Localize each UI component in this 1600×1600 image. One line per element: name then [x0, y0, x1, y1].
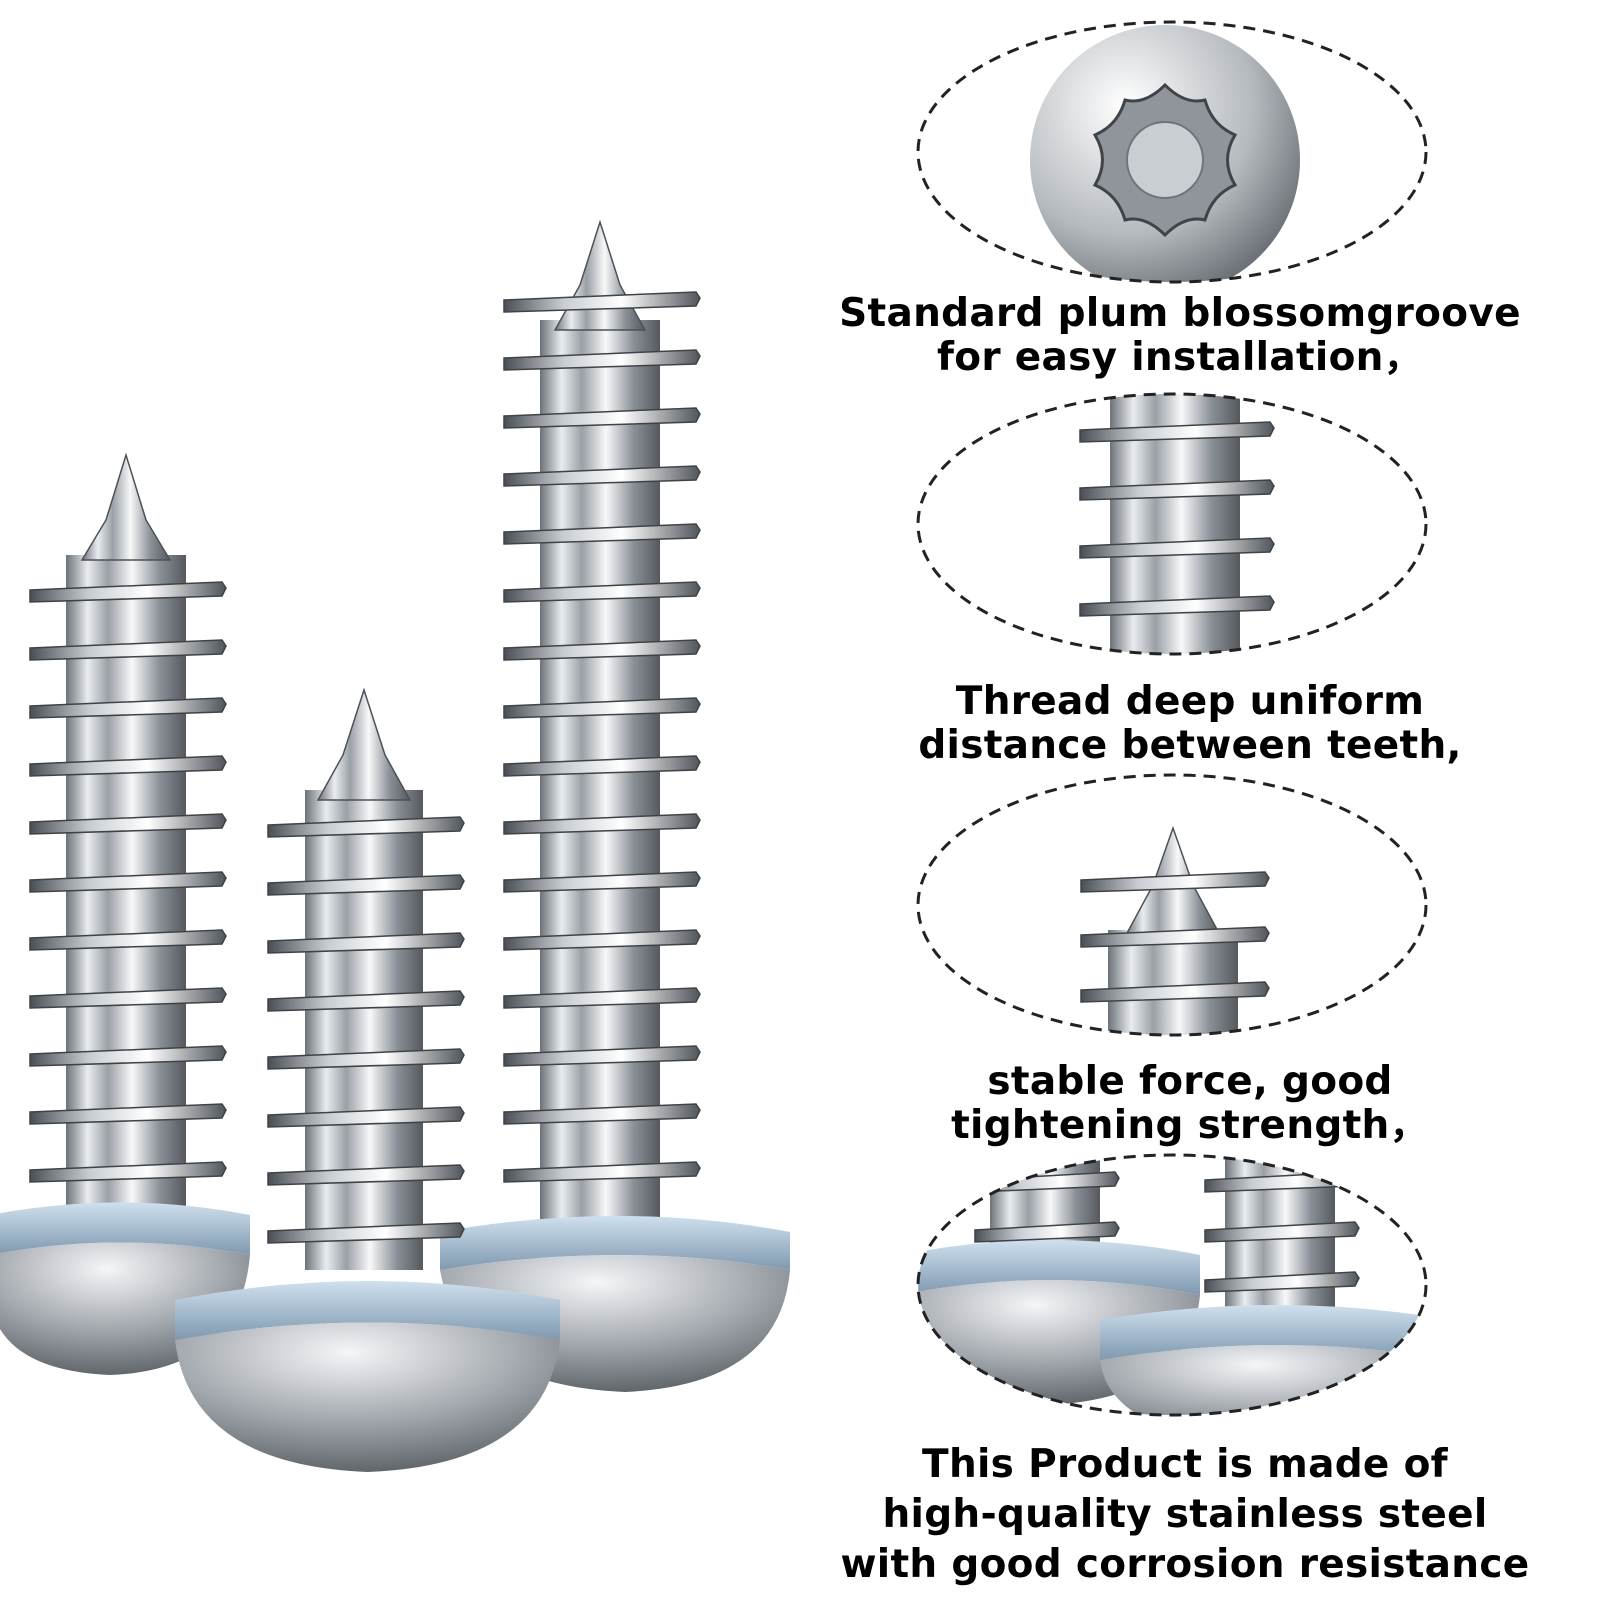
thread-ring: [503, 929, 701, 951]
thread-ring: [267, 1048, 465, 1070]
thread-ring: [267, 816, 465, 838]
thread-ring: [267, 1164, 465, 1186]
thread-ring: [503, 465, 701, 487]
thread-ring: [503, 755, 701, 777]
thread-ring: [1079, 595, 1275, 617]
callout-tip: [916, 773, 1428, 1037]
thread-ring: [503, 523, 701, 545]
thread-ring: [503, 871, 701, 893]
thread-ring: [29, 1103, 227, 1125]
thread-ring: [503, 697, 701, 719]
callout-caption-groove: Standard plum blossomgroove for easy ins…: [830, 292, 1530, 380]
thread-ring: [1079, 421, 1275, 443]
thread-ring: [1080, 871, 1270, 893]
callout-torx-head: [916, 20, 1428, 284]
thread-ring: [1080, 926, 1270, 948]
thread-ring: [503, 1161, 701, 1183]
thread-ring: [267, 874, 465, 896]
thread-ring: [29, 813, 227, 835]
thread-ring: [503, 639, 701, 661]
thread-ring: [29, 755, 227, 777]
thread-ring: [29, 639, 227, 661]
callout-thread: [916, 392, 1428, 656]
caption-line: stable force, good: [987, 1059, 1393, 1104]
caption-line: Standard plum blossomgroove: [839, 291, 1521, 336]
thread-ring: [29, 581, 227, 603]
thread-ring: [29, 871, 227, 893]
callout-caption-material: This Product is made of high-quality sta…: [830, 1440, 1540, 1590]
thread-ring: [503, 1045, 701, 1067]
thread-ring: [1080, 981, 1270, 1003]
thread-ring: [503, 813, 701, 835]
thread-icon: [1079, 394, 1275, 654]
thread-ring: [267, 1106, 465, 1128]
screw-tip-icon: [1080, 825, 1270, 1035]
thread-ring: [503, 987, 701, 1009]
caption-line: tightening strength，: [951, 1103, 1429, 1148]
callout-material: [916, 1153, 1428, 1417]
thread-ring: [503, 349, 701, 371]
thread-ring: [503, 1103, 701, 1125]
screw-heads-icon: [918, 1155, 1426, 1415]
thread-ring: [1204, 1271, 1360, 1293]
thread-ring: [267, 990, 465, 1012]
screw-right: [440, 219, 790, 1392]
thread-ring: [267, 1222, 465, 1244]
thread-ring: [503, 291, 701, 313]
thread-ring: [974, 1221, 1120, 1243]
caption-line: This Product is made of: [922, 1442, 1448, 1487]
thread-ring: [1079, 479, 1275, 501]
thread-ring: [29, 929, 227, 951]
thread-ring: [1204, 1221, 1360, 1243]
caption-line: distance between teeth,: [918, 723, 1462, 768]
thread-ring: [29, 1161, 227, 1183]
caption-line: Thread deep uniform: [955, 679, 1425, 724]
caption-line: with good corrosion resistance: [840, 1542, 1530, 1587]
thread-ring: [267, 932, 465, 954]
thread-ring: [1079, 537, 1275, 559]
caption-line: for easy installation，: [936, 335, 1424, 380]
thread-ring: [503, 407, 701, 429]
callout-caption-force: stable force, good tightening strength，: [900, 1060, 1480, 1148]
callout-caption-thread: Thread deep uniform distance between tee…: [890, 680, 1490, 768]
thread-ring: [29, 1045, 227, 1067]
screw-middle: [175, 687, 560, 1472]
thread-ring: [29, 697, 227, 719]
screw-left: [0, 452, 250, 1375]
thread-ring: [29, 987, 227, 1009]
caption-line: high-quality stainless steel: [882, 1492, 1488, 1537]
thread-ring: [503, 581, 701, 603]
